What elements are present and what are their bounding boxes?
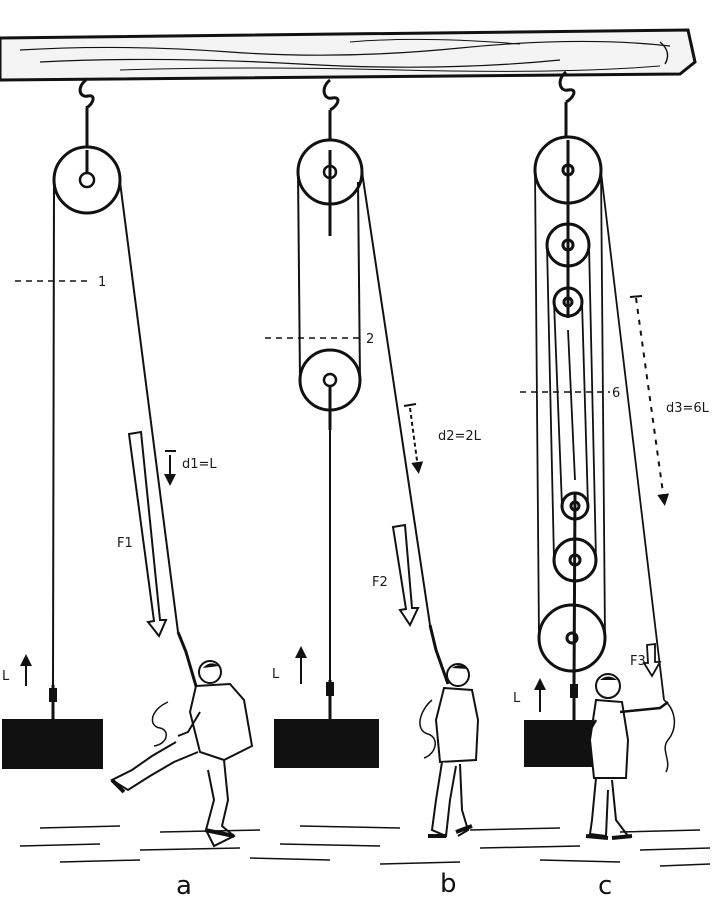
rope-b-left — [297, 171, 301, 381]
person-b — [419, 624, 480, 838]
hook-link-b — [326, 680, 334, 720]
hook-link-c — [570, 670, 578, 720]
panel-label-b: b — [440, 869, 457, 899]
lift-label-b: L — [272, 667, 280, 682]
hook-link-a — [49, 685, 57, 720]
force-arrow-b — [391, 523, 420, 628]
distance-arrow-c — [629, 295, 670, 506]
rope-b-pull — [361, 171, 431, 626]
ceiling-beam — [0, 28, 697, 82]
force-label-b: F2 — [372, 575, 388, 590]
weight-b — [274, 719, 379, 768]
panel-label-c: c — [598, 871, 612, 900]
force-label-c: F3 — [630, 654, 646, 669]
line-number-2: 2 — [366, 332, 374, 347]
rope-a-load — [52, 181, 55, 686]
floor — [19, 825, 711, 867]
fixed-pulley-a — [52, 145, 122, 215]
distance-arrow-b — [403, 403, 424, 474]
lift-label-c: L — [513, 691, 521, 706]
panel-a: 1 d1=L F1 L a — [2, 78, 254, 900]
force-arrow-a — [127, 430, 168, 638]
person-c — [580, 673, 676, 840]
distance-arrow-a — [164, 450, 176, 486]
panel-b: 2 d2=2L F2 L b — [265, 78, 482, 899]
person-a — [109, 631, 254, 848]
line-number-6: 6 — [612, 386, 620, 401]
rope-a-pull — [119, 181, 179, 633]
fixed-pulley-b — [296, 138, 364, 236]
ropes-c — [534, 169, 665, 701]
distance-label-c: d3=6L — [666, 401, 710, 416]
upper-pulley-block-c — [533, 135, 603, 318]
distance-label-a: d1=L — [182, 457, 217, 472]
weight-a — [2, 719, 103, 769]
force-arrow-c — [642, 642, 662, 678]
distance-label-b: d2=2L — [438, 429, 482, 444]
rope-b-mid — [357, 181, 361, 381]
lift-label-a: L — [2, 669, 10, 684]
force-label-a: F1 — [117, 536, 133, 551]
panel-label-a: a — [176, 871, 192, 900]
panel-c: 6 d3=6L F3 L c — [513, 70, 710, 900]
line-number-1: 1 — [98, 275, 106, 290]
lower-pulley-block-c — [537, 491, 607, 689]
hook-c — [558, 70, 576, 140]
hook-a — [78, 78, 95, 150]
movable-pulley-b — [298, 348, 362, 430]
